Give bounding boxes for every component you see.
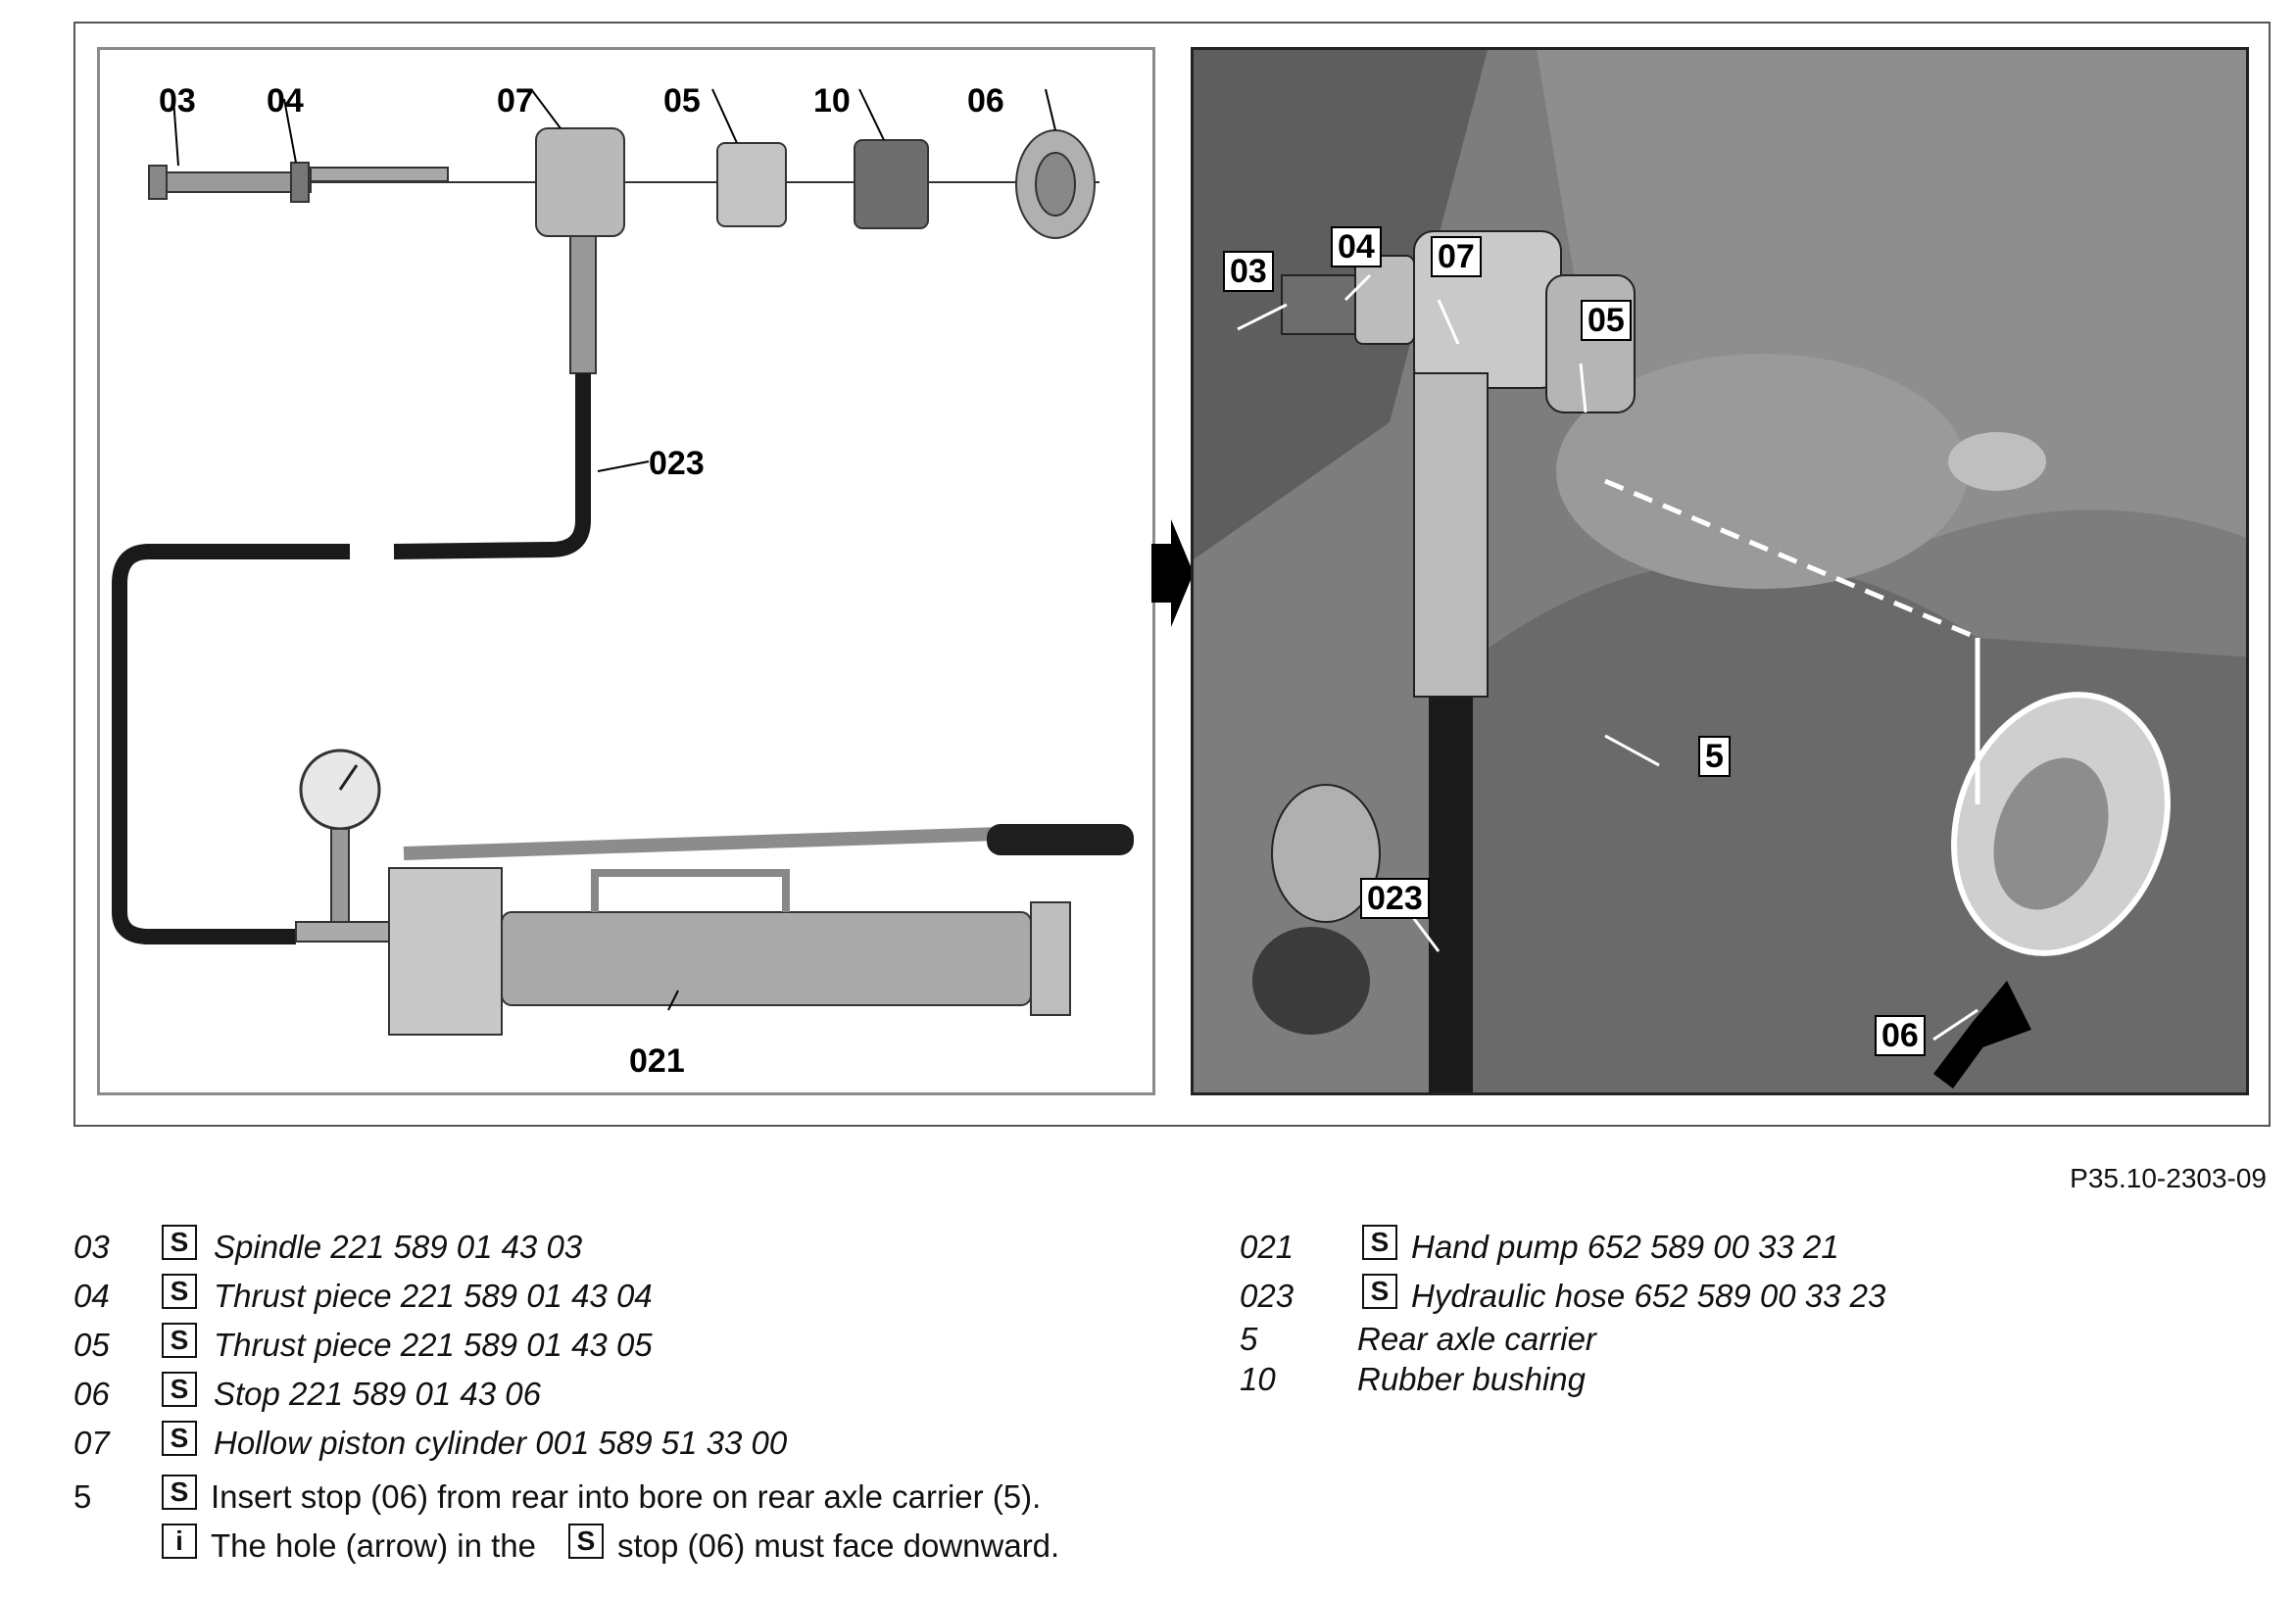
figure-reference-number: P35.10-2303-09 xyxy=(2070,1163,2267,1193)
photo-callout-07: 07 xyxy=(1431,236,1482,277)
callout-07: 07 xyxy=(497,82,534,120)
info-icon: i xyxy=(162,1524,197,1559)
photo-callout-05: 05 xyxy=(1581,300,1632,341)
callout-021: 021 xyxy=(629,1042,685,1080)
tool-icon: S xyxy=(162,1225,197,1260)
callout-03: 03 xyxy=(159,82,196,120)
installation-photo-panel: 03 04 07 05 5 023 06 xyxy=(1191,47,2249,1095)
photo-callout-04: 04 xyxy=(1331,226,1382,267)
tool-icon: S xyxy=(162,1274,197,1309)
tool-icon: S xyxy=(162,1372,197,1407)
photo-callout-023: 023 xyxy=(1360,878,1430,919)
callout-023: 023 xyxy=(649,445,705,482)
tool-icon: S xyxy=(162,1475,197,1510)
tool-set-panel: 03 04 07 05 10 06 023 021 xyxy=(97,47,1155,1095)
photo-callout-06: 06 xyxy=(1875,1015,1926,1056)
figure-frame xyxy=(73,22,2271,1127)
callout-10: 10 xyxy=(813,82,851,120)
photo-callout-5: 5 xyxy=(1698,736,1731,777)
tool-icon: S xyxy=(568,1524,604,1559)
callout-04: 04 xyxy=(267,82,304,120)
callout-06: 06 xyxy=(967,82,1004,120)
installation-photo xyxy=(1194,50,2246,1092)
tool-icon: S xyxy=(1362,1274,1397,1309)
callout-05: 05 xyxy=(663,82,701,120)
tool-icon: S xyxy=(162,1421,197,1456)
photo-callout-03: 03 xyxy=(1223,251,1274,292)
tool-icon: S xyxy=(1362,1225,1397,1260)
tool-set-illustration xyxy=(112,88,1134,1036)
tool-icon: S xyxy=(162,1323,197,1358)
arrow-right-icon xyxy=(1151,519,1194,627)
